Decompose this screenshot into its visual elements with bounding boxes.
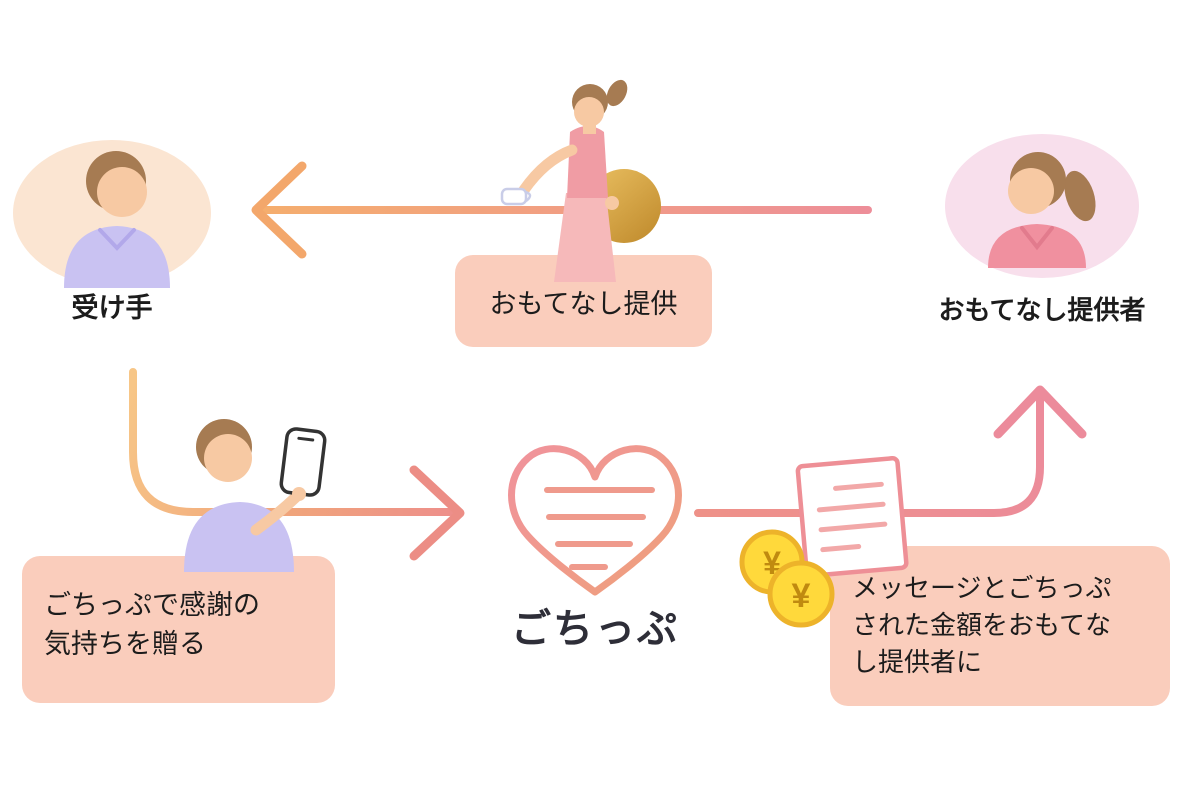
provider-label: おもてなし提供者 — [938, 295, 1146, 325]
teacup-icon — [500, 187, 532, 206]
payout-label-box — [830, 546, 1170, 706]
smartphone-icon — [279, 427, 327, 497]
yen-coins-icon: ¥ ¥ — [739, 529, 835, 628]
send-gratitude-label-box — [22, 556, 335, 703]
service-name-label: ごちっぷ — [511, 607, 679, 651]
yen-symbol: ¥ — [792, 577, 811, 615]
send-gratitude-label: ごちっぷで感謝の 気持ちを贈る — [44, 590, 260, 659]
heart-message-icon — [508, 445, 682, 596]
connector-receiver-to-heart — [129, 368, 465, 561]
server-illustration — [500, 79, 661, 282]
hospitality-label: おもてなし提供 — [489, 288, 678, 319]
receiver-illustration — [13, 140, 211, 288]
hospitality-label-box — [455, 255, 712, 347]
sender-illustration — [184, 419, 327, 572]
arrow-heart-to-provider — [694, 385, 1087, 517]
payout-label: メッセージとごちっぷ された金額をおもてな し提供者に — [852, 573, 1112, 677]
receipt-icon — [795, 456, 909, 578]
provider-illustration — [945, 134, 1139, 278]
receiver-label: 受け手 — [71, 293, 153, 323]
